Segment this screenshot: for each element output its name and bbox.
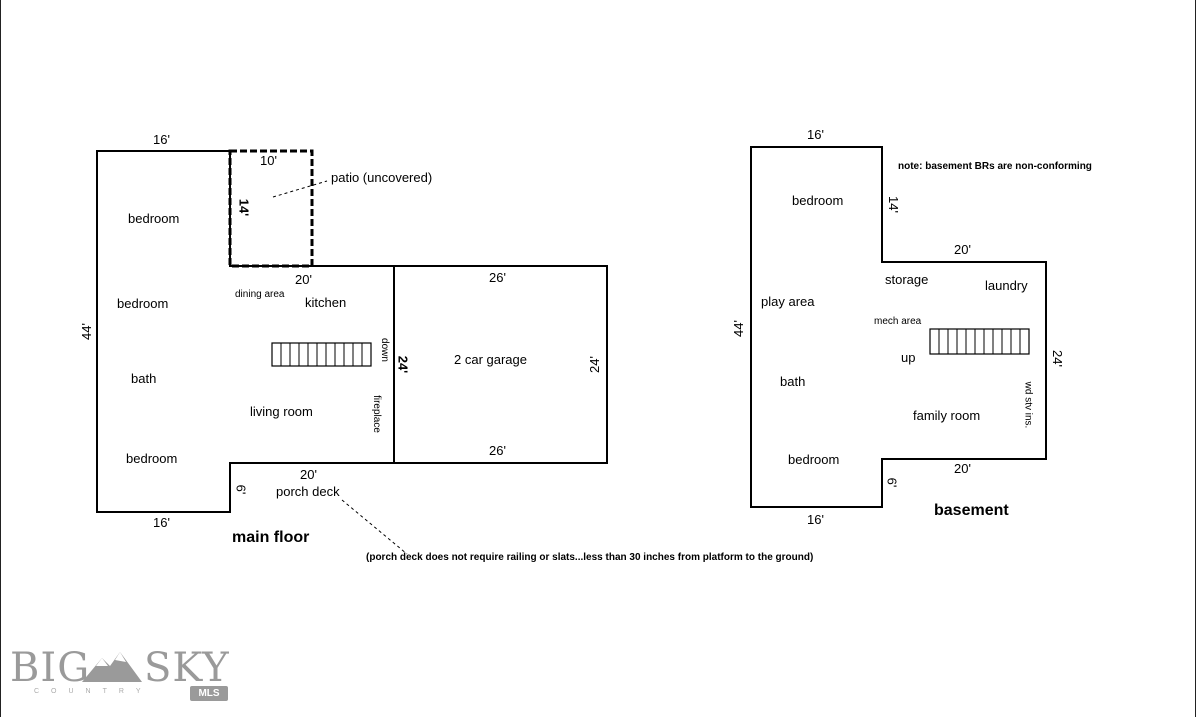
play-area-label: play area	[761, 294, 815, 309]
logo-country: COUNTRY	[34, 688, 153, 695]
patio-leader	[272, 180, 328, 198]
storage-label: storage	[885, 272, 929, 287]
basement-title: basement	[934, 502, 1009, 519]
down-label: down	[378, 338, 390, 362]
garage-label: 2 car garage	[454, 352, 527, 367]
basement-right-24-dim: 24'	[1049, 350, 1065, 367]
basement-notch-dim: 6'	[884, 477, 900, 488]
basement-bedroom-bottom: bedroom	[788, 452, 840, 467]
wood-stove-label: wd stv ins.	[1022, 381, 1034, 429]
basement-bedroom-top: bedroom	[792, 193, 844, 208]
basement-left-dim: 44'	[730, 320, 746, 337]
mountain-icon	[82, 652, 142, 682]
family-room-label: family room	[913, 408, 981, 423]
logo-sky: SKY	[144, 645, 230, 691]
main-bath: bath	[131, 371, 157, 386]
dining-label: dining area	[235, 289, 285, 300]
basement-note: note: basement BRs are non-conforming	[898, 161, 1092, 172]
main-floor-title: main floor	[232, 529, 310, 546]
mech-area-label: mech area	[874, 316, 922, 327]
garage-right-dim: 24'	[586, 356, 602, 373]
main-bottom-dim: 16'	[153, 515, 170, 530]
patio-label: patio (uncovered)	[331, 170, 433, 185]
main-bedroom-2: bedroom	[117, 296, 169, 311]
logo-big: BIG	[10, 645, 91, 691]
garage-left-dim: 24'	[395, 355, 411, 374]
basement-top-dim: 16'	[807, 127, 824, 142]
porch-depth-dim: 6'	[233, 484, 249, 495]
basement-outline	[750, 146, 1047, 508]
patio-depth-dim: 14'	[236, 198, 252, 217]
patio-width-dim: 10'	[260, 153, 277, 168]
main-left-dim: 44'	[78, 323, 94, 340]
garage-top-dim: 26'	[489, 270, 506, 285]
fireplace-label: fireplace	[370, 395, 382, 433]
porch-leader	[341, 499, 408, 555]
porch-note: (porch deck does not require railing or …	[366, 552, 814, 563]
porch-label: porch deck	[276, 484, 340, 499]
kitchen-dim: 20'	[295, 272, 312, 287]
main-bedroom-3: bedroom	[126, 451, 178, 466]
mls-badge: MLS	[190, 686, 228, 701]
main-top-dim: 16'	[153, 132, 170, 147]
garage-bottom-dim: 26'	[489, 443, 506, 458]
up-label: up	[901, 350, 916, 365]
basement-right-14-dim: 14'	[885, 196, 901, 213]
basement-stairs	[929, 328, 1030, 355]
basement-bottom-16-dim: 16'	[807, 512, 824, 527]
basement-bottom-20-dim: 20'	[954, 461, 971, 476]
main-stairs	[271, 342, 372, 367]
main-bedroom-1: bedroom	[128, 211, 180, 226]
big-sky-country-mls-logo: BIG SKY COUNTRY MLS	[10, 648, 232, 704]
porch-width-dim: 20'	[300, 467, 317, 482]
kitchen-label: kitchen	[305, 295, 347, 310]
patio-outline	[228, 149, 314, 268]
living-room-label: living room	[250, 404, 313, 419]
basement-bath: bath	[780, 374, 806, 389]
laundry-label: laundry	[985, 278, 1028, 293]
basement-step-dim: 20'	[954, 242, 971, 257]
